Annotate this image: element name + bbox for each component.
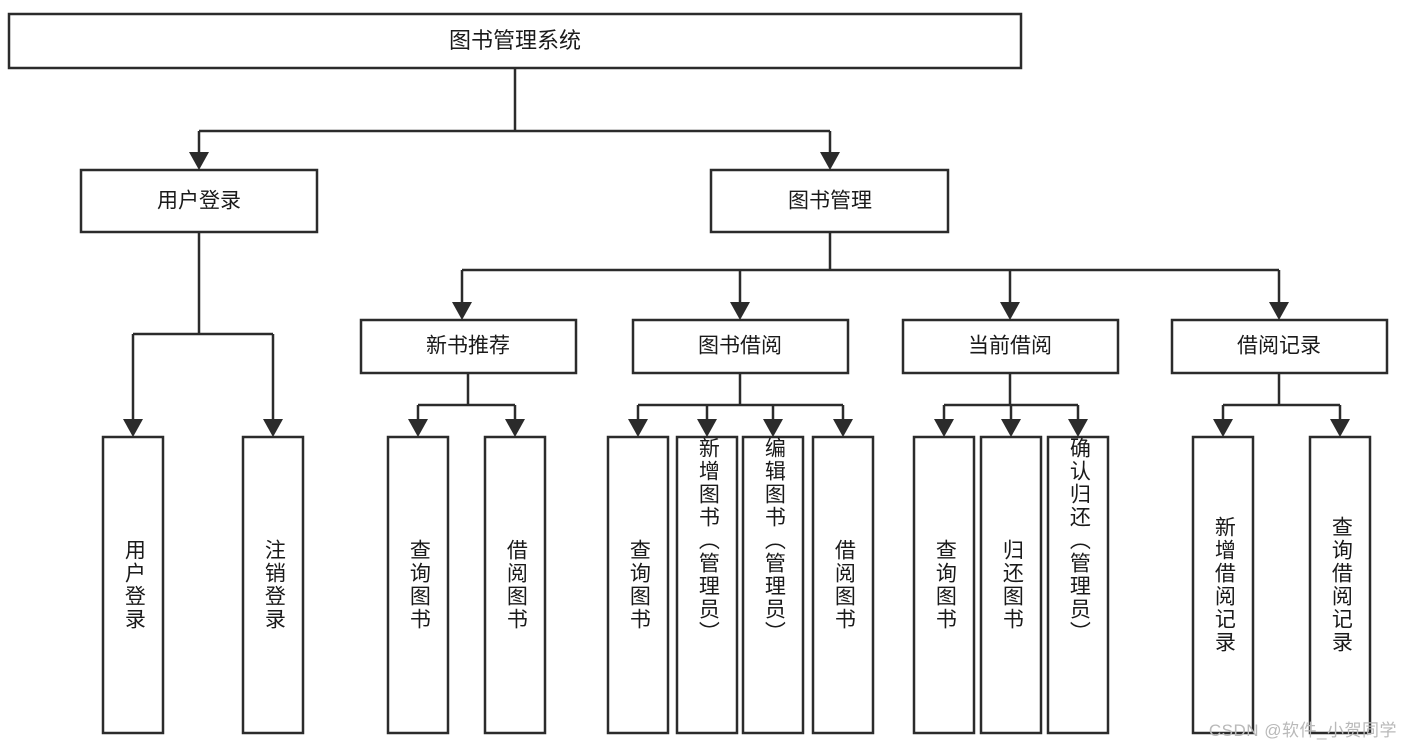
arrow-login-leaf1	[123, 419, 143, 437]
node-user-login-label: 用户登录	[157, 190, 241, 213]
node-current-borrow-label: 当前借阅	[968, 335, 1052, 358]
node-root-box[interactable]	[7, 12, 1023, 70]
leaf-box-book-borrow-3[interactable]	[741, 435, 805, 735]
node-borrow-record-label: 借阅记录	[1237, 335, 1321, 358]
node-new-book-recommend-label: 新书推荐	[426, 335, 510, 358]
arrow-borrow-leaf3	[763, 419, 783, 437]
arrow-bookmgmt-c1	[452, 302, 472, 320]
leaf-box-current-borrow-1[interactable]	[912, 435, 976, 735]
arrow-bookmgmt-c3	[1000, 302, 1020, 320]
leaf-box-book-borrow-4[interactable]	[811, 435, 875, 735]
leaf-box-current-borrow-2[interactable]	[979, 435, 1043, 735]
leaf-box-borrow-record-1[interactable]	[1191, 435, 1255, 735]
leaf-box-user-login-1[interactable]	[101, 435, 165, 735]
arrow-bookmgmt-c4	[1269, 302, 1289, 320]
arrow-root-to-bookmgmt	[820, 152, 840, 170]
arrow-borrow-leaf4	[833, 419, 853, 437]
node-user-login-box[interactable]	[79, 168, 319, 234]
arrow-record-leaf2	[1330, 419, 1350, 437]
csdn-watermark: CSDN @软件_小贺同学	[1208, 721, 1397, 740]
node-book-management-box[interactable]	[709, 168, 950, 234]
arrow-record-leaf1	[1213, 419, 1233, 437]
node-new-book-recommend-box[interactable]	[359, 318, 578, 375]
arrow-borrow-leaf2	[697, 419, 717, 437]
arrow-borrow-leaf1	[628, 419, 648, 437]
leaf-box-book-borrow-2[interactable]	[675, 435, 739, 735]
node-current-borrow-box[interactable]	[901, 318, 1120, 375]
node-book-borrow-box[interactable]	[631, 318, 850, 375]
leaf-box-book-borrow-1[interactable]	[606, 435, 670, 735]
node-layer: 图书管理系统 用户登录 图书管理 新书推荐 图书借阅 当前借阅 借阅记录	[7, 12, 1389, 735]
node-borrow-record-box[interactable]	[1170, 318, 1389, 375]
node-root-label: 图书管理系统	[449, 28, 581, 53]
arrow-root-to-login	[189, 152, 209, 170]
leaf-box-user-login-2[interactable]	[241, 435, 305, 735]
leaf-box-borrow-record-2[interactable]	[1308, 435, 1372, 735]
node-book-borrow-label: 图书借阅	[698, 335, 782, 358]
arrow-current-leaf1	[934, 419, 954, 437]
arrow-login-leaf2	[263, 419, 283, 437]
arrow-bookmgmt-c2	[730, 302, 750, 320]
connector-layer	[123, 68, 1350, 437]
leaf-box-current-borrow-3[interactable]	[1046, 435, 1110, 735]
node-book-management-label: 图书管理	[788, 190, 872, 213]
arrow-current-leaf2	[1001, 419, 1021, 437]
arrow-current-leaf3	[1068, 419, 1088, 437]
arrow-newbook-leaf2	[505, 419, 525, 437]
leaf-box-new-book-1[interactable]	[386, 435, 450, 735]
arrow-newbook-leaf1	[408, 419, 428, 437]
leaf-box-new-book-2[interactable]	[483, 435, 547, 735]
